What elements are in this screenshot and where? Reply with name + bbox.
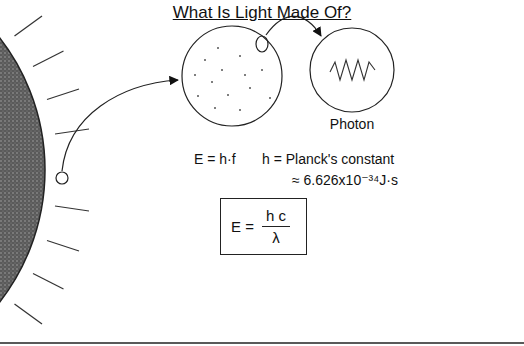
sun (0, 0, 45, 346)
sun-rays (15, 16, 90, 324)
equation-text: ≈ 6.626x10⁻³⁴J·s (292, 172, 398, 188)
electron-loop (256, 36, 268, 52)
formula-part: λ (268, 227, 284, 248)
equation-text: h = Planck's constant (262, 151, 394, 167)
atom-circle (182, 26, 282, 126)
title: What Is Light Made Of? (173, 3, 352, 22)
title-box: What Is Light Made Of? (0, 3, 524, 23)
formula-box: E = h cλ (220, 198, 307, 255)
small-particle (56, 172, 68, 184)
fraction: h cλ (262, 205, 290, 248)
arrow (62, 80, 178, 171)
atom-dots (194, 47, 271, 111)
formula-lhs: E = (231, 218, 254, 235)
frame-line (0, 342, 524, 344)
equation-text: E = h·f (194, 151, 236, 167)
photon-circle: Photon (306, 26, 398, 132)
node-caption: Photon (306, 116, 398, 132)
wave (330, 60, 375, 80)
formula-part: h c (262, 205, 290, 227)
circle-outline (310, 28, 394, 112)
caption-holder: Photon (306, 26, 398, 132)
